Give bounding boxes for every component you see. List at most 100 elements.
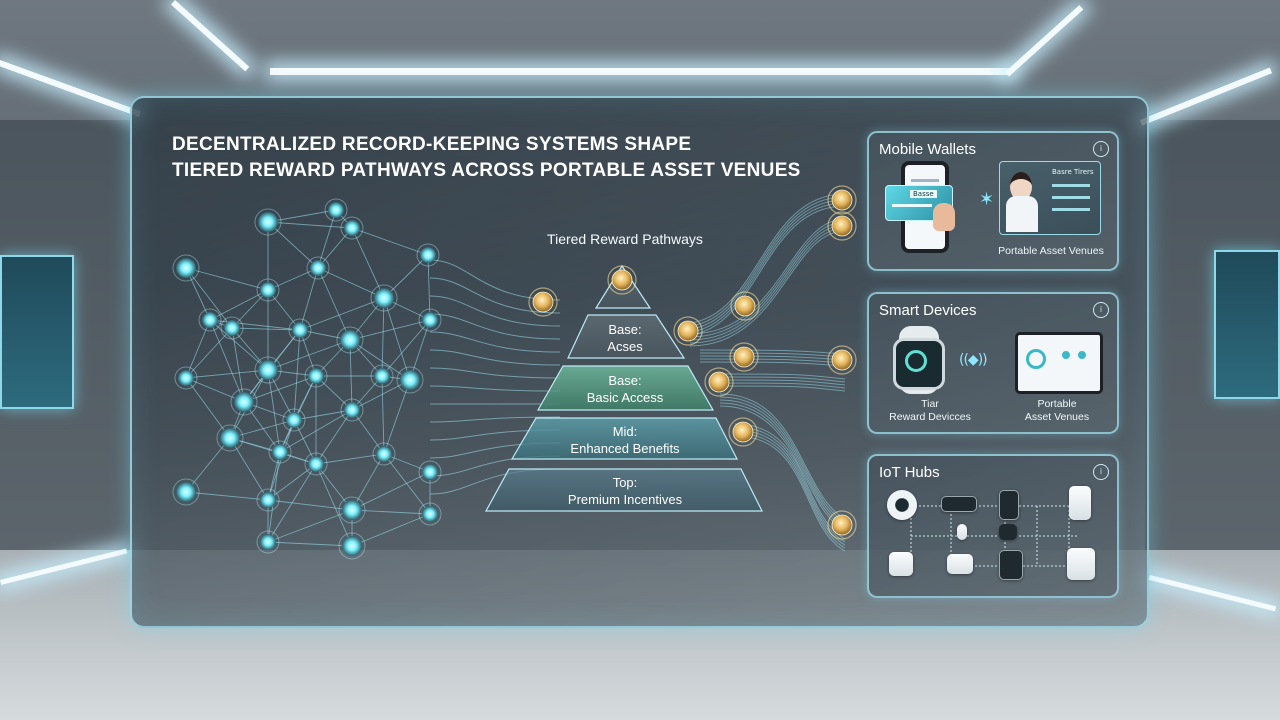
mobile-wallets-title: Mobile Wallets [879,141,976,158]
network-link [185,319,211,379]
network-link [315,375,353,411]
flow-line-iot [734,432,846,549]
network-link [383,453,431,473]
wallet-card-label: Basse [910,190,937,198]
network-link [267,463,317,501]
network-node-ring [418,460,442,484]
iot-sensor-icon [889,552,913,576]
reward-coin-ring [729,342,759,372]
network-node [234,392,254,412]
network-node [260,282,276,298]
right-wall-screen [1214,250,1280,399]
network-link [427,254,431,321]
wallet-card-stripe [892,204,932,207]
network-link [267,339,351,371]
network-link [349,339,353,411]
tablet-dot [1062,351,1070,359]
network-link [185,369,269,379]
network-link [267,209,337,223]
network-node [260,492,276,508]
caption-left-line-2: Reward Devicces [889,411,971,423]
network-link [185,377,231,439]
reward-coin-icon [732,421,754,443]
caption-left-line-1: Tiar [921,398,939,410]
network-link [209,319,245,403]
reward-coin-ring [730,291,760,321]
network-link [383,379,411,455]
network-node-ring [256,488,280,512]
flow-line-left [429,416,561,423]
flow-line-mobile [689,218,846,335]
network-node [310,260,326,276]
network-link [185,491,269,501]
network-link [231,289,269,329]
network-link [351,379,411,411]
network-node-ring [304,364,328,388]
smart-devices-caption-left: Tiar Reward Devicces [875,398,985,424]
reward-coin-icon [611,269,633,291]
tier-4-desc: Premium Incentives [567,492,683,507]
flow-line-mobile [689,230,846,347]
tier-label-3: Mid: Enhanced Benefits [530,420,720,460]
iot-hubs-title: IoT Hubs [879,464,940,481]
reward-coin-ring [607,265,637,295]
person-screen: Basre Tirers [999,161,1101,235]
network-node-ring [304,452,328,476]
network-link [185,267,233,329]
info-icon: i [1093,141,1109,157]
network-link [349,319,431,341]
network-node-ring [338,496,366,524]
smartwatch-icon [893,338,945,390]
phone-screen-bar [911,179,939,182]
iot-hub-tower-icon [1069,486,1091,520]
network-link [299,297,385,331]
reward-coin-icon [677,320,699,342]
network-node [376,446,392,462]
reward-coin-ring [673,316,703,346]
network-link [267,419,295,501]
tier-2-desc: Basic Access [586,390,664,405]
network-node [220,428,240,448]
screen-row [1052,208,1090,211]
avatar-body [1006,196,1038,232]
reward-coin-icon [831,349,853,371]
network-node-ring [230,388,258,416]
flow-line-iot [719,399,846,526]
flow-line-left [429,385,561,392]
title-line-2: Tiered Reward Pathways Across Portable A… [172,160,801,181]
flow-line-left [429,277,561,314]
flow-line-smart [711,376,846,383]
network-link [267,451,281,501]
network-node-ring [340,398,364,422]
mobile-wallets-card: Mobile Wallets i Basse ✶ Basre Tirers Po… [867,131,1119,271]
flow-line-left [429,349,561,366]
network-link [267,289,301,331]
reward-coin-ring [827,211,857,241]
network-node [422,312,438,328]
screen-tag: Basre Tirers [1052,168,1094,176]
flow-line-iot [719,393,846,520]
flow-line-mobile [679,196,846,328]
network-node [260,534,276,550]
info-icon: i [1093,302,1109,318]
tier-label-1: Base: Acses [575,318,675,358]
tablet-device [1015,332,1103,394]
network-link [299,267,319,331]
network-node-ring [174,366,198,390]
tablet-chart-ring [1026,349,1046,369]
network-node-ring [416,243,440,267]
network-node [400,370,420,390]
network-link [383,297,411,381]
reward-coin-icon [831,189,853,211]
iot-router-icon [941,496,977,512]
network-link [349,339,411,381]
network-node [308,456,324,472]
network-link [267,369,281,453]
network-link [317,267,385,299]
bluetooth-icon: ✶ [979,189,995,210]
network-link [185,327,233,379]
network-node-ring [288,318,312,342]
network-link [351,509,431,515]
tier-1-desc: Acses [607,339,643,354]
network-node [344,220,360,236]
